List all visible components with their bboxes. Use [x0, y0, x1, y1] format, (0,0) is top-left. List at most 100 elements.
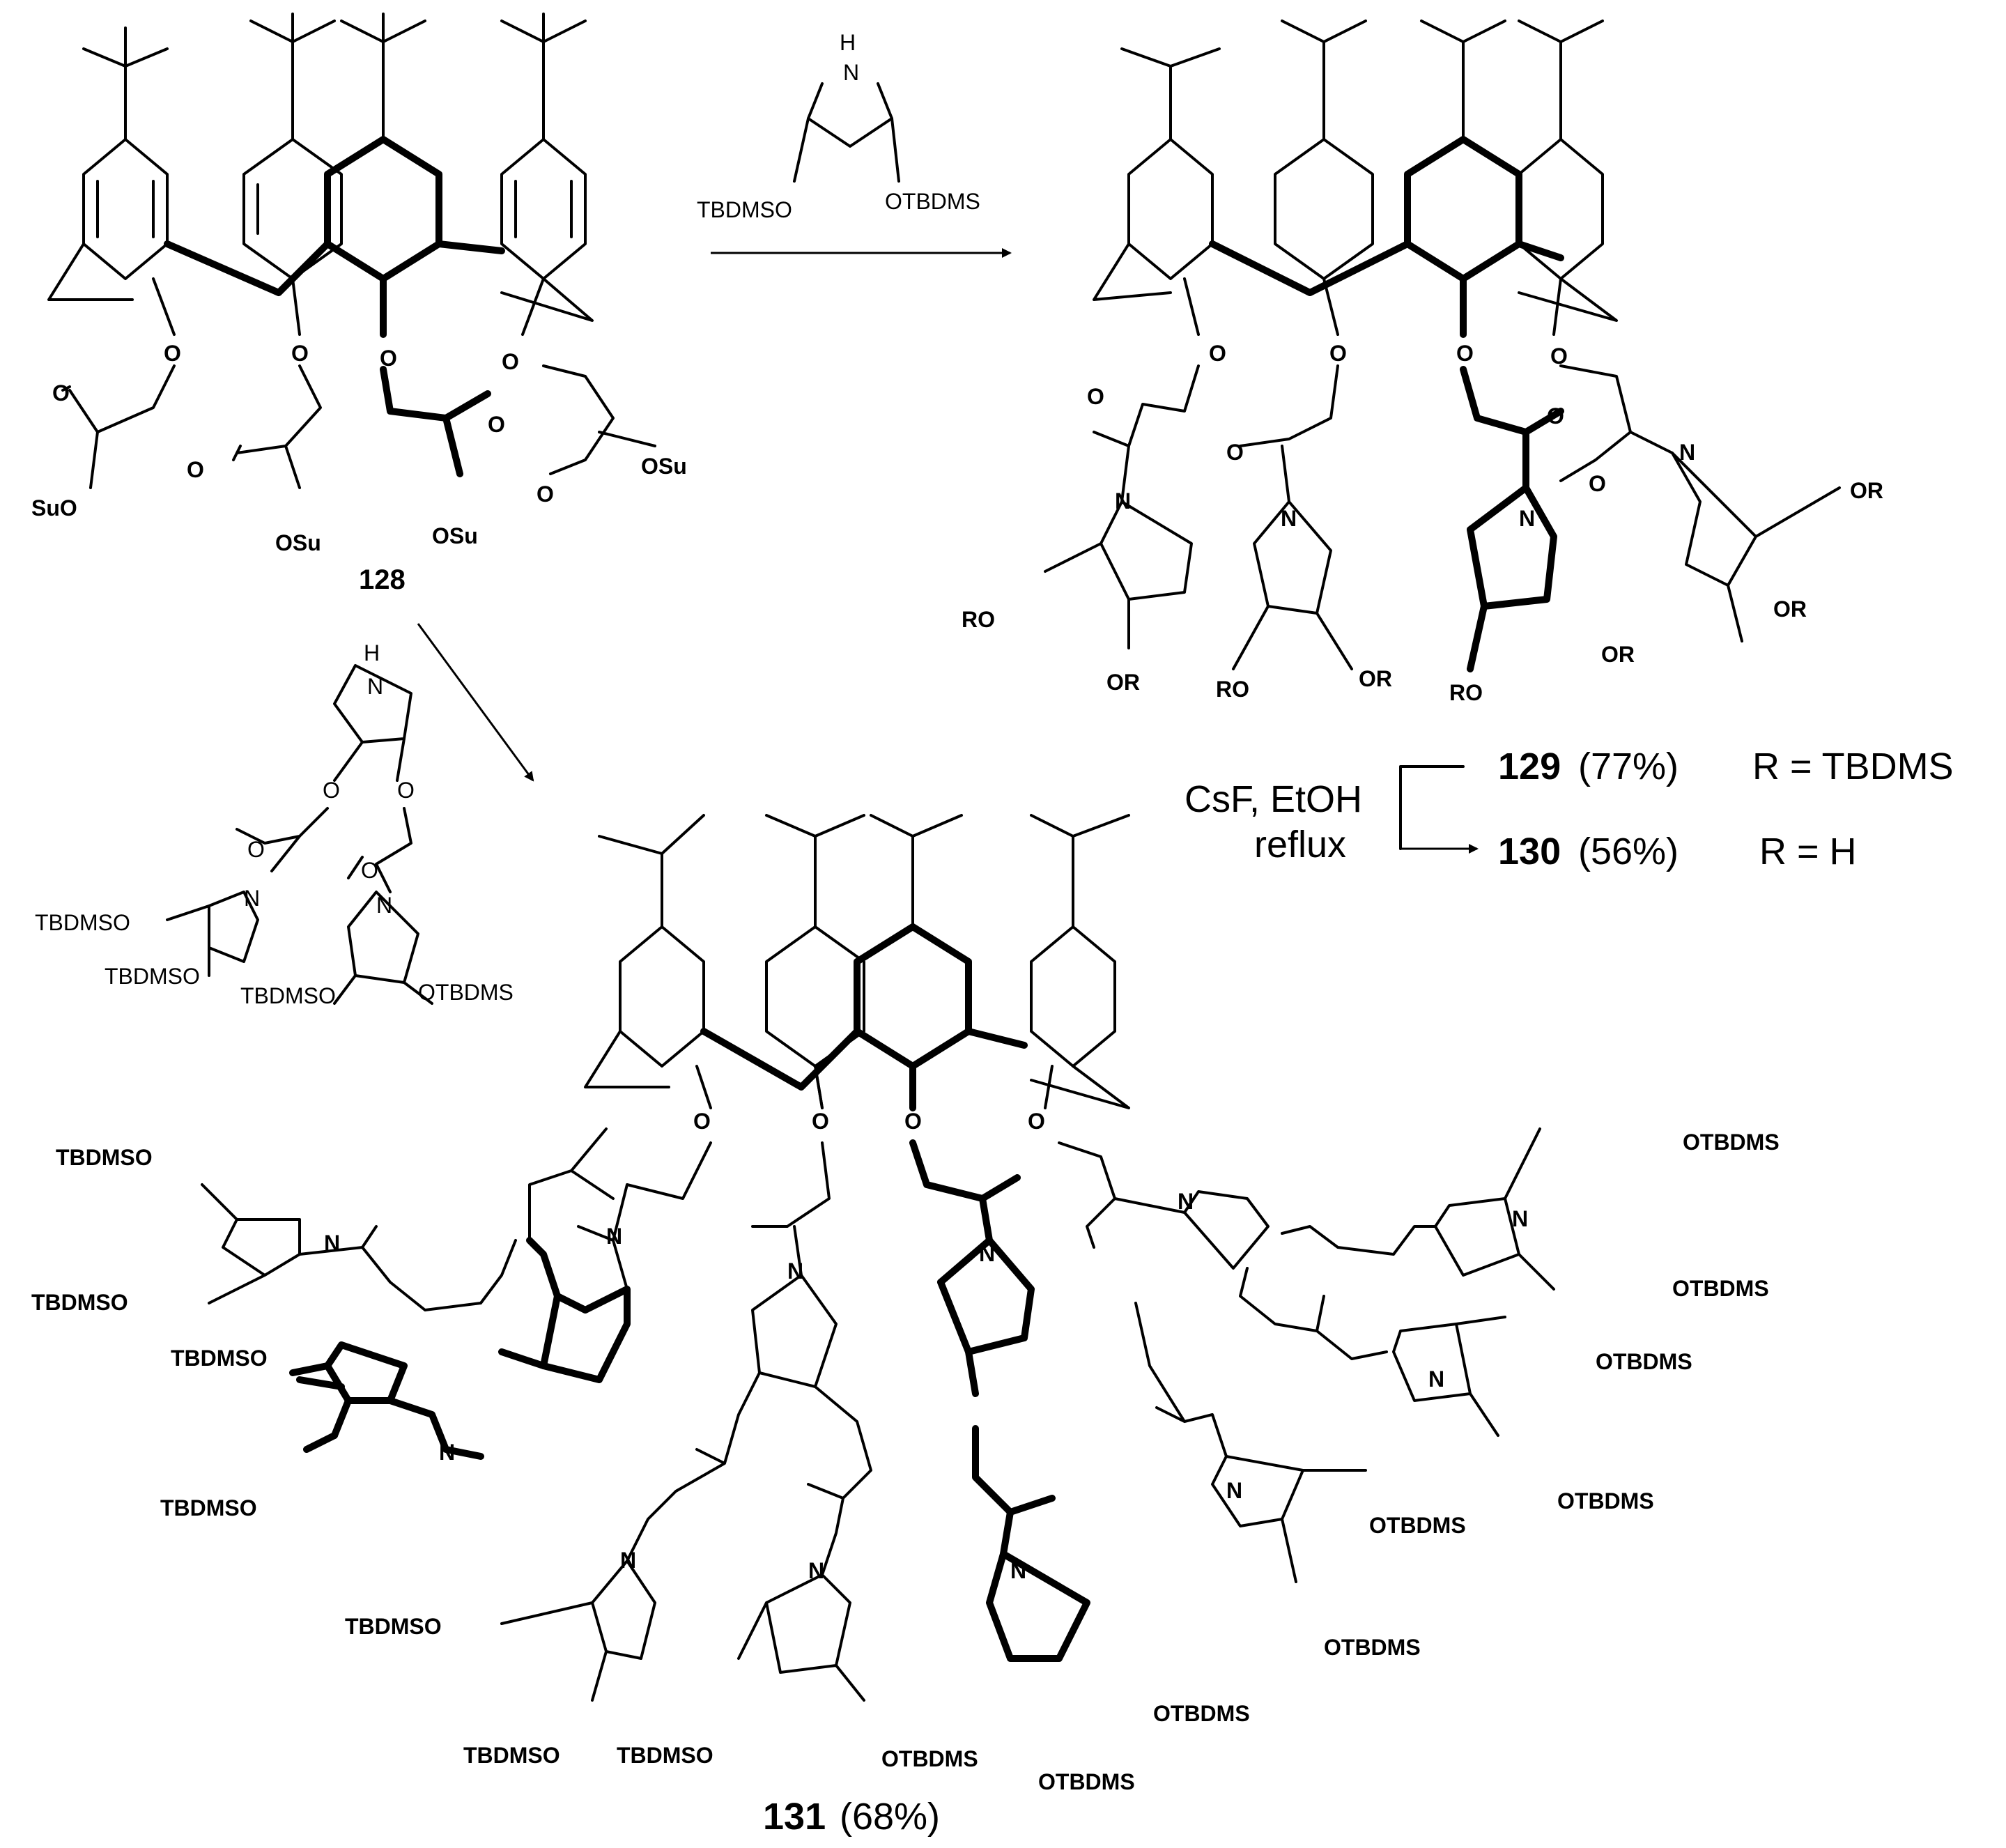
compound-131-label: 131 — [763, 1796, 826, 1838]
otbdms-label: OTBDMS — [881, 1746, 978, 1771]
atom-o: O — [164, 341, 181, 366]
tbdmso-label: TBDMSO — [56, 1145, 153, 1170]
atom-o: O — [361, 858, 378, 883]
tbdmso-label: TBDMSO — [240, 983, 336, 1008]
atom-n: N — [606, 1224, 622, 1249]
atom-o: O — [537, 482, 554, 507]
or-label: RO — [1216, 677, 1249, 702]
or-label: RO — [962, 607, 995, 632]
front-aryl-ring — [164, 136, 505, 296]
ester-label-osu: OSu — [275, 530, 321, 555]
atom-o: O — [1547, 403, 1564, 429]
or-label: OR — [1601, 642, 1635, 667]
compound-129-label: 129 — [1498, 746, 1561, 787]
tbdmso-label: TBDMSO — [171, 1346, 268, 1371]
atom-o: O — [488, 412, 505, 437]
reagent-tbdmso-label: TBDMSO — [697, 197, 792, 222]
atom-n: N — [439, 1440, 455, 1465]
atom-o: O — [812, 1109, 829, 1134]
atom-n: N — [1519, 506, 1535, 531]
atom-n: N — [244, 886, 260, 911]
compound-130-label: 130 — [1498, 831, 1561, 872]
compound-128-structure — [47, 13, 656, 489]
atom-o: O — [52, 380, 70, 406]
otbdms-label: OTBDMS — [1557, 1488, 1654, 1514]
otbdms-label: OTBDMS — [1038, 1769, 1135, 1794]
compound-130-r-definition: R = H — [1759, 831, 1857, 872]
atom-n: N — [979, 1241, 995, 1266]
compound-129-yield: (77%) — [1578, 746, 1679, 787]
compound-130-caption: 130 (56%) R = H — [1498, 831, 1857, 872]
tbdmso-label: TBDMSO — [31, 1290, 128, 1315]
atom-n: N — [1428, 1366, 1444, 1392]
atom-n: N — [1512, 1206, 1528, 1231]
reagent-line-2: reflux — [1254, 824, 1346, 865]
atom-o: O — [1209, 341, 1226, 366]
atom-o: O — [1329, 341, 1347, 366]
otbdms-label: OTBDMS — [1672, 1276, 1769, 1301]
or-label: OR — [1773, 596, 1807, 622]
atom-n: N — [324, 1231, 340, 1256]
atom-n: N — [1178, 1189, 1194, 1214]
compound-131-yield: (68%) — [840, 1796, 940, 1838]
ester-label-osu: OSu — [641, 454, 687, 479]
reagent-line-1: CsF, EtOH — [1185, 778, 1362, 820]
atom-o: O — [397, 778, 415, 803]
atom-h: H — [364, 640, 380, 665]
atom-o: O — [1087, 384, 1104, 409]
tbdmso-label: TBDMSO — [160, 1495, 257, 1520]
otbdms-label: OTBDMS — [1596, 1349, 1692, 1374]
atom-n: N — [1281, 506, 1297, 531]
reagent-otbdms-label: OTBDMS — [885, 189, 980, 214]
atom-n: N — [1115, 488, 1131, 514]
aryl-rings — [47, 138, 594, 322]
atom-n: N — [787, 1258, 803, 1284]
compound-129-r-definition: R = TBDMS — [1752, 746, 1954, 787]
otbdms-label: OTBDMS — [1324, 1635, 1421, 1660]
tert-butyl-groups — [82, 13, 587, 141]
atom-n: N — [843, 60, 859, 85]
reaction-arrow-128-to-131 — [417, 623, 534, 782]
deprotection-step: CsF, EtOH reflux — [1185, 765, 1479, 865]
tbdmso-label: TBDMSO — [105, 964, 200, 989]
tbdmso-label: TBDMSO — [35, 910, 130, 935]
ester-arms — [61, 277, 656, 489]
ester-label-osu: OSu — [432, 523, 478, 548]
atom-o: O — [693, 1109, 711, 1134]
atom-n: N — [367, 674, 383, 699]
compound-128-label: 128 — [359, 564, 406, 595]
atom-n: N — [376, 893, 392, 918]
atom-n: N — [1010, 1558, 1026, 1583]
compound-129-caption: 129 (77%) R = TBDMS — [1498, 746, 1954, 787]
otbdms-label: OTBDMS — [1153, 1701, 1250, 1726]
compound-129-atoms: O O O O O O O O N N N N RO OR RO OR RO O… — [962, 341, 1883, 705]
atom-o: O — [380, 346, 397, 371]
atom-n: N — [1226, 1478, 1242, 1503]
or-label: RO — [1449, 680, 1483, 705]
compound-128-atoms: O O O O O O O O SuO OSu OSu OSu — [31, 341, 687, 555]
atom-o: O — [291, 341, 309, 366]
compound-130-yield: (56%) — [1578, 831, 1679, 872]
ester-label-suo: SuO — [31, 495, 77, 521]
atom-o: O — [1550, 344, 1568, 369]
compound-131-caption: 131 (68%) — [763, 1796, 940, 1838]
tbdmso-label: TBDMSO — [345, 1614, 442, 1639]
otbdms-label: OTBDMS — [1683, 1130, 1780, 1155]
dendron-reagent: H N O O O O N N TBDMSO TBDMSO TBDMSO OTB… — [35, 640, 514, 1008]
compound-131-atoms: O O O O N N N N N N N N N N N N TBDMSO T… — [31, 1109, 1780, 1794]
otbdms-label: OTBDMS — [1369, 1513, 1466, 1538]
atom-o: O — [247, 837, 265, 862]
atom-h: H — [840, 30, 856, 55]
atom-o: O — [1028, 1109, 1045, 1134]
atom-n: N — [1679, 440, 1695, 465]
tbdmso-label: TBDMSO — [617, 1743, 713, 1768]
compound-131-structure — [201, 814, 1555, 1702]
or-label: OR — [1850, 478, 1883, 503]
or-label: OR — [1359, 666, 1392, 691]
compound-129-structure — [1044, 20, 1841, 672]
atom-o: O — [323, 778, 340, 803]
or-label: OR — [1106, 670, 1140, 695]
atom-n: N — [808, 1558, 824, 1583]
atom-o: O — [1226, 440, 1244, 465]
